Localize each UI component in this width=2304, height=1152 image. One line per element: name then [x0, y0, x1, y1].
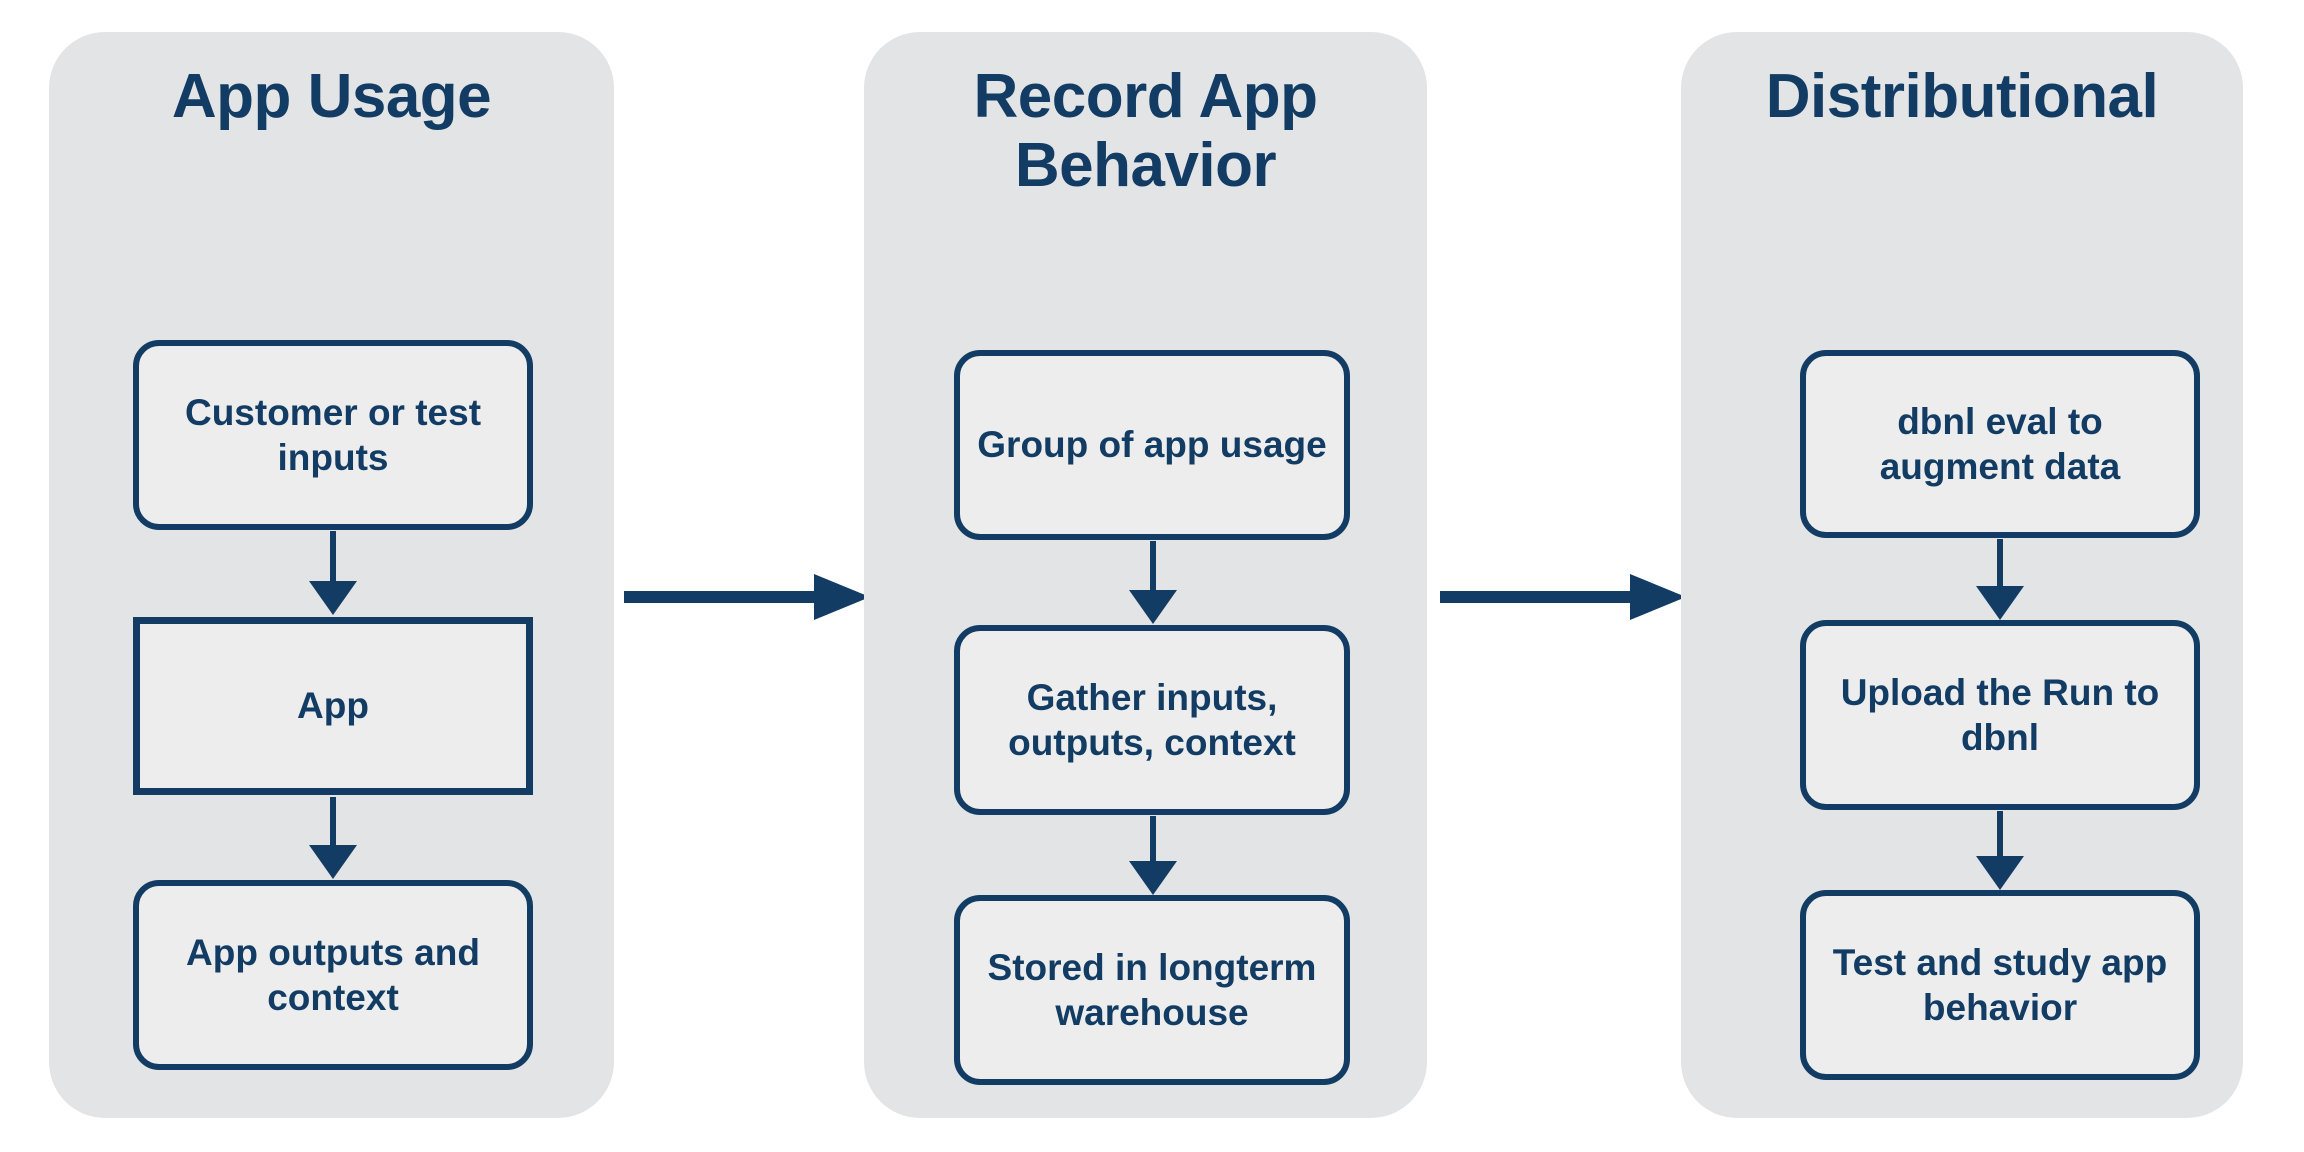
node-upload-the-run-to-dbnl[interactable]: Upload the Run to dbnl [1800, 620, 2200, 810]
arrow-stem [1150, 816, 1156, 861]
arrow-stem [330, 797, 336, 845]
arrow-head [309, 845, 357, 879]
node-gather-inputs-outputs-context[interactable]: Gather inputs, outputs, context [954, 625, 1350, 815]
arrow-head [1630, 574, 1686, 620]
arrow-head [1129, 861, 1177, 895]
arrow-down-upload-to-test [1976, 811, 2024, 890]
panel-title-distributional: Distributional [1765, 62, 2159, 131]
arrow-right-app-usage-to-record [624, 574, 870, 620]
node-customer-or-test-inputs[interactable]: Customer or test inputs [133, 340, 533, 530]
node-group-of-app-usage[interactable]: Group of app usage [954, 350, 1350, 540]
arrow-stem [624, 591, 820, 603]
arrow-head [1129, 590, 1177, 624]
arrow-down-inputs-to-app [309, 531, 357, 615]
panel-title-app-usage: App Usage [171, 62, 492, 131]
arrow-stem [1997, 539, 2003, 586]
arrow-stem [1440, 591, 1636, 603]
node-app[interactable]: App [133, 617, 533, 795]
node-test-and-study-app-behavior[interactable]: Test and study app behavior [1800, 890, 2200, 1080]
arrow-stem [1997, 811, 2003, 856]
arrow-head [1976, 586, 2024, 620]
arrow-head [814, 574, 870, 620]
node-stored-in-longterm-warehouse[interactable]: Stored in longterm warehouse [954, 895, 1350, 1085]
node-dbnl-eval-to-augment-data[interactable]: dbnl eval to augment data [1800, 350, 2200, 538]
arrow-head [1976, 856, 2024, 890]
arrow-down-app-to-outputs [309, 797, 357, 879]
arrow-stem [330, 531, 336, 581]
arrow-down-gather-to-stored [1129, 816, 1177, 895]
panel-title-record-app-behavior: Record App Behavior [973, 62, 1318, 201]
node-app-outputs-and-context[interactable]: App outputs and context [133, 880, 533, 1070]
arrow-right-record-to-distributional [1440, 574, 1686, 620]
arrow-stem [1150, 541, 1156, 590]
arrow-down-eval-to-upload [1976, 539, 2024, 620]
arrow-down-group-to-gather [1129, 541, 1177, 624]
arrow-head [309, 581, 357, 615]
